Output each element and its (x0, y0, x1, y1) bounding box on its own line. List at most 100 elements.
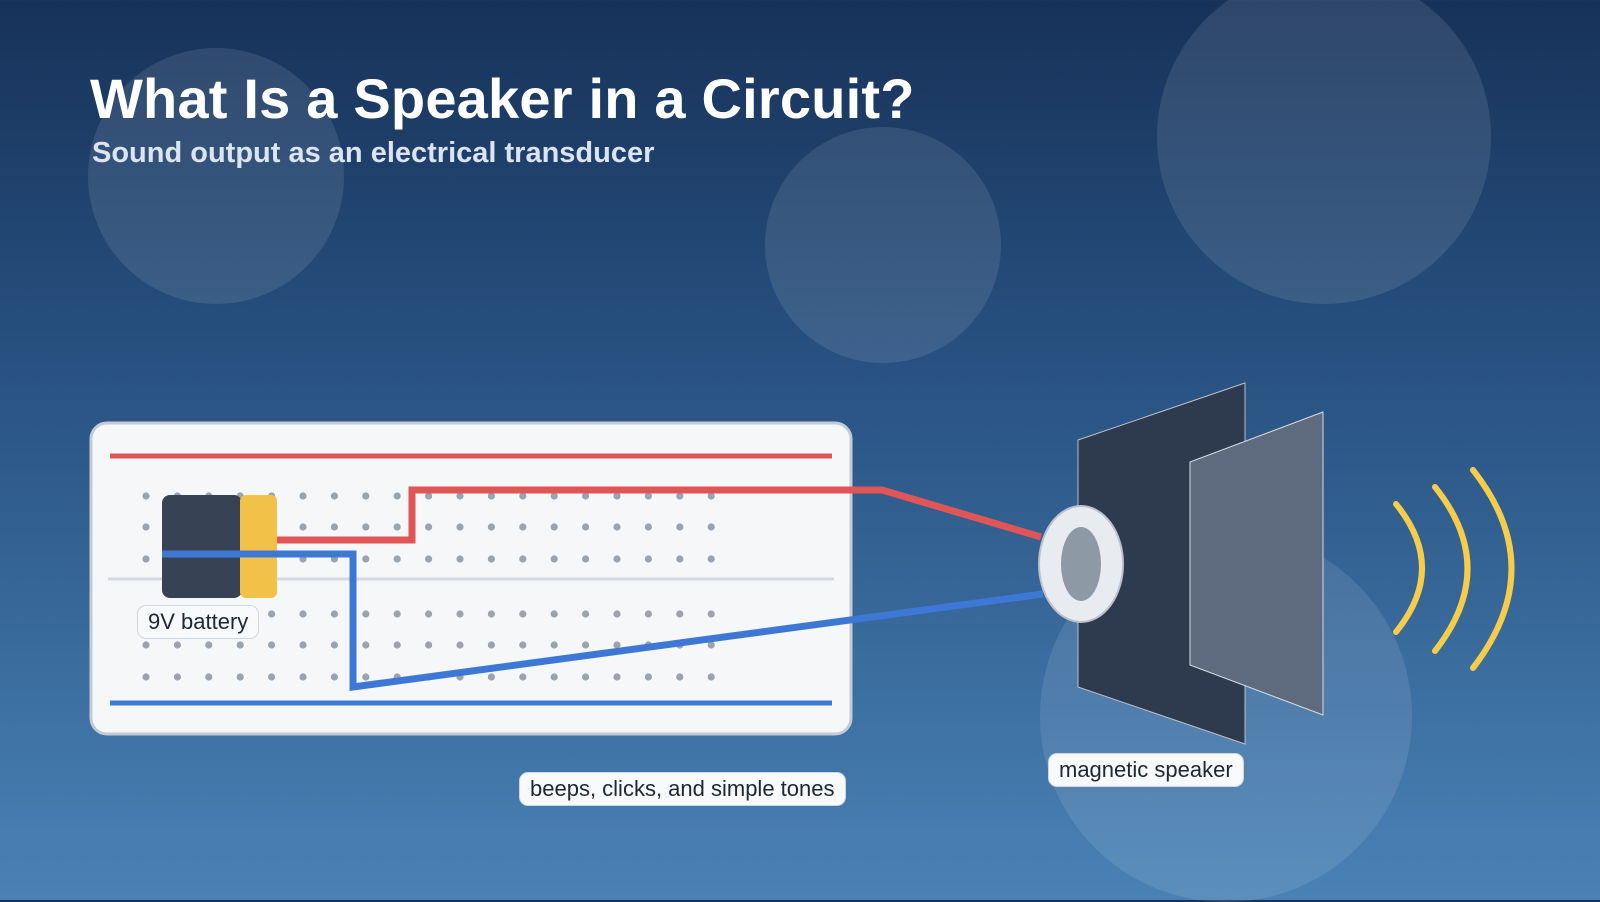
breadboard-hole (550, 555, 558, 563)
breadboard-hole (487, 555, 495, 563)
breadboard-hole (299, 673, 307, 681)
breadboard-hole (142, 641, 150, 649)
breadboard-hole (330, 641, 338, 649)
speaker-label: magnetic speaker (1048, 753, 1244, 787)
battery-9v-icon (162, 495, 277, 598)
decor-circle (1157, 0, 1491, 304)
breadboard-hole (582, 555, 590, 563)
breadboard-hole (236, 673, 244, 681)
breadboard-hole (519, 610, 527, 618)
breadboard-hole (330, 673, 338, 681)
breadboard-hole (142, 523, 150, 531)
breadboard-hole (519, 641, 527, 649)
breadboard-hole (550, 492, 558, 500)
breadboard-hole (425, 555, 433, 563)
breadboard-hole (707, 555, 715, 563)
breadboard-hole (644, 555, 653, 563)
breadboard-hole (676, 492, 684, 500)
breadboard-hole (236, 641, 244, 649)
breadboard-hole (707, 610, 715, 618)
battery-label: 9V battery (137, 605, 260, 639)
breadboard-hole (142, 673, 150, 681)
breadboard-hole (268, 641, 276, 649)
breadboard-hole (362, 523, 370, 531)
decor-circle (88, 48, 344, 304)
breadboard-hole (173, 673, 181, 681)
breadboard-hole (205, 641, 213, 649)
breadboard-hole (550, 523, 558, 531)
breadboard-hole (173, 641, 181, 649)
breadboard (89, 421, 853, 736)
breadboard-hole (613, 523, 621, 531)
breadboard-hole (393, 610, 401, 618)
breadboard-hole (487, 673, 495, 681)
breadboard-hole (393, 523, 401, 531)
breadboard-hole (393, 641, 401, 649)
breadboard-hole (393, 555, 401, 563)
breadboard-hole (644, 523, 653, 531)
breadboard-hole (613, 492, 621, 500)
breadboard-hole (582, 641, 590, 649)
breadboard-hole (142, 492, 150, 500)
breadboard-hole (362, 492, 370, 500)
breadboard-hole (268, 673, 276, 681)
breadboard-hole (613, 641, 621, 649)
breadboard-hole (676, 673, 684, 681)
breadboard-hole (362, 673, 370, 681)
slide-subtitle: Sound output as an electrical transducer (92, 137, 655, 169)
negative-wire (162, 550, 1044, 692)
breadboard-hole (550, 610, 558, 618)
breadboard-hole (425, 523, 433, 531)
breadboard-hole (456, 555, 464, 563)
breadboard-hole (613, 555, 621, 563)
breadboard-hole (519, 555, 527, 563)
breadboard-hole (425, 610, 433, 618)
breadboard-hole (676, 523, 684, 531)
sound-label: beeps, clicks, and simple tones (519, 772, 846, 806)
breadboard-hole (676, 555, 684, 563)
breadboard-hole (330, 492, 338, 500)
speaker-icon (1038, 382, 1324, 745)
breadboard-hole (456, 523, 464, 531)
breadboard-hole (582, 523, 590, 531)
positive-wire (277, 486, 1042, 544)
breadboard-hole (487, 523, 495, 531)
breadboard-hole (299, 610, 307, 618)
breadboard-hole (613, 610, 621, 618)
breadboard-hole (142, 555, 150, 563)
breadboard-hole (519, 492, 527, 500)
breadboard-hole (362, 641, 370, 649)
breadboard-hole (707, 641, 715, 649)
breadboard-hole (582, 492, 590, 500)
breadboard-hole (205, 673, 213, 681)
breadboard-hole (487, 610, 495, 618)
breadboard-hole (456, 492, 464, 500)
breadboard-hole (519, 523, 527, 531)
breadboard-hole (644, 610, 653, 618)
breadboard-hole (299, 641, 307, 649)
breadboard-hole (582, 610, 590, 618)
breadboard-hole (707, 523, 715, 531)
breadboard-hole (330, 523, 338, 531)
breadboard-hole (550, 641, 558, 649)
breadboard-hole (299, 523, 307, 531)
breadboard-hole (613, 673, 621, 681)
slide-title: What Is a Speaker in a Circuit? (90, 67, 915, 130)
breadboard-hole (519, 673, 527, 681)
breadboard-hole (330, 610, 338, 618)
breadboard-hole (707, 492, 715, 500)
breadboard-hole (644, 673, 653, 681)
breadboard-hole (425, 492, 433, 500)
breadboard-hole (268, 610, 276, 618)
breadboard-hole (644, 492, 653, 500)
breadboard-hole (393, 492, 401, 500)
breadboard-hole (362, 610, 370, 618)
breadboard-hole (676, 610, 684, 618)
breadboard-hole (299, 492, 307, 500)
breadboard-hole (487, 492, 495, 500)
breadboard-hole (487, 641, 495, 649)
breadboard-hole (550, 673, 558, 681)
sound-waves-icon (1393, 467, 1515, 671)
breadboard-hole (456, 610, 464, 618)
